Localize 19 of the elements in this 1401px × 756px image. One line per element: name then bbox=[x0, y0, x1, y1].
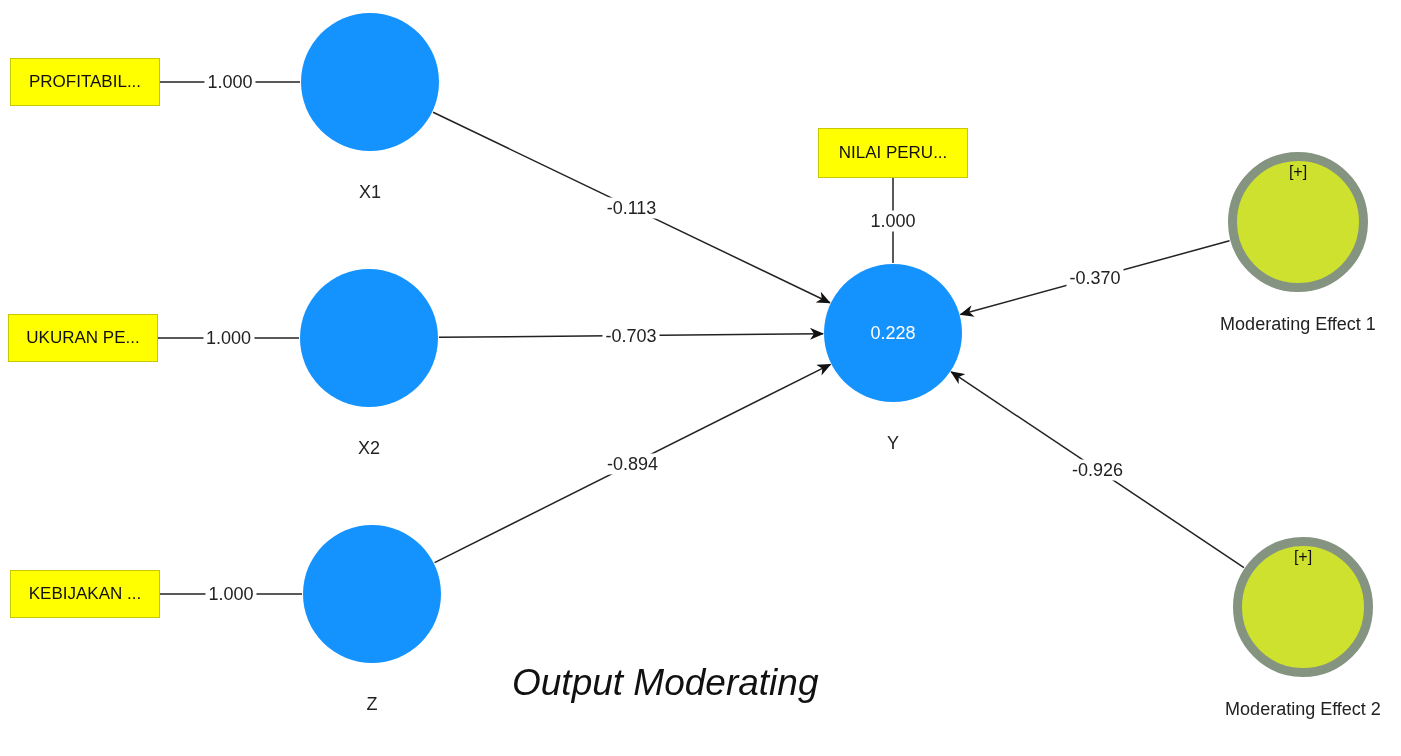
path-arrow bbox=[950, 371, 1245, 569]
caption: Output Moderating bbox=[512, 662, 819, 704]
edge-label: -0.894 bbox=[604, 453, 661, 474]
path-arrow bbox=[432, 111, 831, 304]
expand-marker: [+] bbox=[1293, 548, 1313, 566]
path-arrow bbox=[433, 363, 832, 564]
indicator-box: NILAI PERU... bbox=[818, 128, 968, 178]
r-squared-value: 0.228 bbox=[870, 322, 916, 344]
node-label: X2 bbox=[357, 437, 381, 460]
node-label: Y bbox=[886, 432, 900, 455]
node-label: X1 bbox=[358, 181, 382, 204]
edge-label: -0.370 bbox=[1066, 267, 1124, 289]
expand-marker: [+] bbox=[1288, 163, 1308, 181]
indicator-box: KEBIJAKAN ... bbox=[10, 570, 160, 618]
node-label: Moderating Effect 1 bbox=[1219, 313, 1377, 336]
indicator-box: PROFITABIL... bbox=[10, 58, 160, 106]
indicator-box: UKURAN PE... bbox=[8, 314, 158, 362]
node-label: Z bbox=[365, 693, 379, 716]
node-label: Moderating Effect 2 bbox=[1224, 698, 1382, 721]
